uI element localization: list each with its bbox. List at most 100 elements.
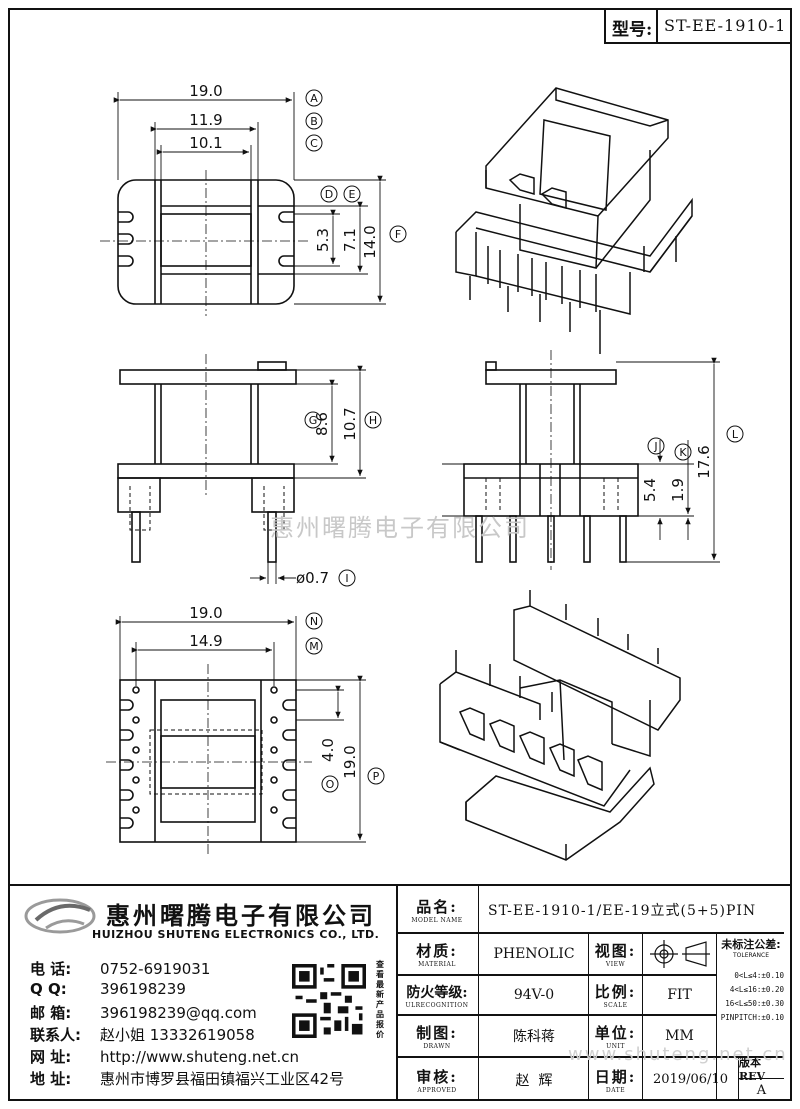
dim-letter-e: E [349,188,356,201]
dim-letter-j: J [653,440,657,453]
dim-g-value: 8.6 [313,412,331,436]
dim-f-value: 14.0 [361,225,379,258]
model-name-label: 品名: [416,898,458,916]
date-sub: DATE [605,1086,626,1094]
dim-e-value: 7.1 [341,228,359,252]
dim-b-value: 11.9 [189,111,222,129]
dim-h-value: 10.7 [341,407,359,440]
dim-letter-l: L [732,428,739,441]
tolerance-row: 16<L≤50:±0.30 [725,999,784,1008]
third-angle-projection-icon [650,940,710,968]
model-name-sub: MODEL NAME [411,917,463,924]
dim-letter-k: K [679,446,687,459]
dim-letter-o: O [326,778,335,791]
dim-letter-b: B [310,115,318,128]
contact-label: 网 址: [30,1048,72,1066]
drawn-value: 陈科蒋 [513,1029,555,1045]
flame-label: 防火等级: [406,984,468,1001]
dim-i-value: ø0.7 [296,569,329,587]
scale-label: 比例: [594,983,637,1001]
contact-label: Q Q: [30,980,67,998]
unit-label: 单位: [594,1024,637,1042]
drawing-frame [8,8,792,1101]
contact-label: 地 址: [30,1070,72,1088]
tolerance-sub: TOLERANCE [732,952,770,959]
contact-label: 联系人: [30,1026,81,1044]
dim-d-value: 5.3 [314,228,332,252]
contact-phone: 电 话:0752-6919031 [30,958,210,979]
scale-value: FIT [667,987,692,1003]
material-label-cell: 材质: MATERIAL [396,934,478,974]
tolerance-block: 未标注公差: TOLERANCE 0<L≤4:±0.10 4<L≤16:±0.2… [718,936,784,1056]
dim-j-value: 5.4 [641,478,659,502]
dim-letter-f: F [395,228,401,241]
flame-value: 94V-0 [513,987,555,1003]
technical-drawing: 19.0 11.9 10.1 5.3 7.1 14.0 8.6 10.7 ø0.… [100,82,744,861]
qr-caption: 查看最新产品报价 [376,960,384,1039]
company-logo [24,898,96,934]
model-title-label: 型号: [612,20,653,40]
company-name-en: HUIZHOU SHUTENG ELECTRONICS CO., LTD. [92,928,380,941]
contact-value: 396198239 [100,980,186,998]
date-label: 日期: [594,1067,637,1086]
title-block: 惠州曙腾电子有限公司 HUIZHOU SHUTENG ELECTRONICS C… [8,884,792,1101]
drawn-label-cell: 制图: DRAWN [396,1016,478,1056]
qr-code[interactable] [292,964,366,1038]
unit-value: MM [665,1028,694,1044]
contact-value: 惠州市博罗县福田镇福兴工业区42号 [100,1070,345,1088]
tolerance-row: PINPITCH:±0.10 [720,1013,784,1022]
material-sub: MATERIAL [418,961,456,968]
approved-label: 审核: [416,1067,458,1086]
dim-l-value: 17.6 [695,445,713,478]
model-name-label-cell: 品名: MODEL NAME [396,888,478,932]
model-title-box: 型号: ST-EE-1910-1 [604,8,792,44]
view-label-cell: 视图: VIEW [589,934,642,974]
drawn-sub: DRAWN [423,1043,451,1050]
date-value: 2019/06/10 [653,1072,728,1087]
dim-letter-p: P [373,770,380,783]
iso-view-top [455,87,693,354]
tolerance-row: 0<L≤4:±0.10 [734,971,784,980]
dim-letter-g: G [309,414,318,427]
view-sub: VIEW [605,961,626,968]
material-label: 材质: [416,942,458,960]
dim-letter-m: M [309,640,319,653]
watermark-text: 惠州曙腾电子有限公司 [270,514,530,542]
flame-sub: ULRECOGNITION [405,1001,469,1009]
view-label: 视图: [594,942,637,960]
contact-qq: Q Q: 396198239 [30,980,186,998]
approved-value: 赵 辉 [515,1072,553,1089]
date-label-cell: 日期: DATE [589,1058,642,1101]
dim-o-value: 4.0 [319,738,337,762]
dim-letter-i: I [345,572,348,585]
scale-label-cell: 比例: SCALE [589,976,642,1014]
dim-letter-a: A [310,92,318,105]
front-view [117,361,297,563]
contact-value[interactable]: http://www.shuteng.net.cn [100,1048,300,1066]
contact-value: 0752-6919031 [100,960,211,978]
drawn-label: 制图: [416,1024,458,1042]
dim-k-value: 1.9 [669,478,687,502]
dim-letter-d: D [325,188,333,201]
contact-person: 联系人:赵小姐 13332619058 [30,1024,255,1045]
contact-address: 地 址: 惠州市博罗县福田镇福兴工业区42号 [30,1068,344,1089]
contact-website: 网 址: http://www.shuteng.net.cn [30,1046,299,1067]
model-title-value: ST-EE-1910-1 [664,16,787,35]
material-value: PHENOLIC [493,946,575,962]
dim-a-value: 19.0 [189,82,222,100]
approved-sub: APPROVED [417,1086,457,1094]
scale-sub: SCALE [603,1002,628,1009]
iso-view-bottom [439,590,681,861]
unit-sub: UNIT [606,1043,625,1050]
dim-n-value: 19.0 [189,604,222,622]
contact-value[interactable]: 396198239@qq.com [100,1004,257,1022]
company-name-cn: 惠州曙腾电子有限公司 [106,902,376,930]
rev-value: A [756,1082,767,1098]
watermark-url: www.shuteng.net.cn [568,1044,788,1065]
flame-label-cell: 防火等级: ULRECOGNITION [396,976,478,1014]
model-name-value: ST-EE-1910-1/EE-19立式(5+5)PIN [488,903,757,919]
dim-c-value: 10.1 [189,134,222,152]
dim-letter-h: H [369,414,377,427]
contact-label: 邮 箱: [30,1004,72,1022]
dim-p-value: 19.0 [341,745,359,778]
